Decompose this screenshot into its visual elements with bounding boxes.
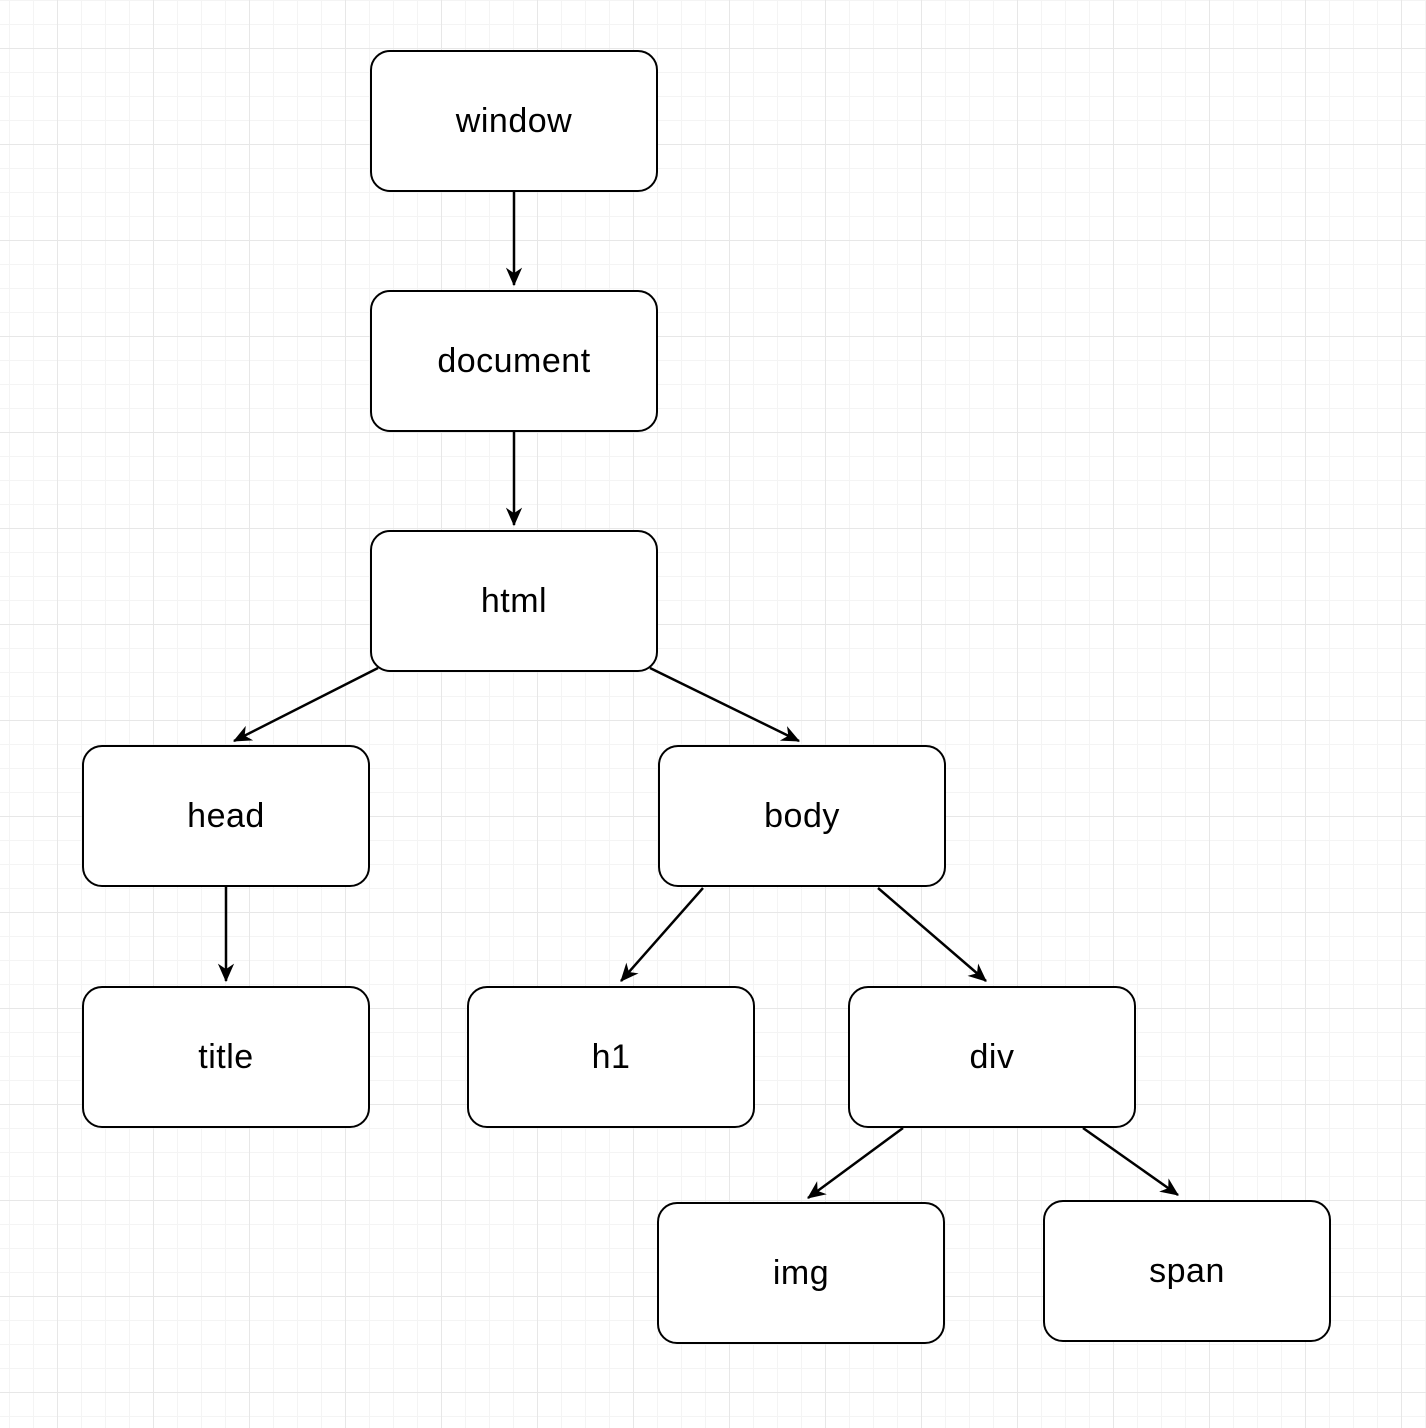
edge-body-div[interactable] xyxy=(877,887,987,982)
node-head-label: head xyxy=(187,797,265,835)
node-window[interactable]: window xyxy=(370,50,658,192)
node-document-label: document xyxy=(437,342,591,380)
node-div-label: div xyxy=(969,1038,1015,1076)
node-img-label: img xyxy=(772,1254,830,1292)
node-img[interactable]: img xyxy=(657,1202,945,1344)
edge-body-h1[interactable] xyxy=(620,887,704,982)
edge-div-span[interactable] xyxy=(1082,1126,1179,1197)
node-body[interactable]: body xyxy=(658,745,946,887)
node-document[interactable]: document xyxy=(370,290,658,432)
node-window-label: window xyxy=(455,102,573,140)
node-span-label: span xyxy=(1149,1252,1225,1290)
edge-html-body[interactable] xyxy=(649,666,800,743)
edge-html-head[interactable] xyxy=(233,666,379,743)
node-head[interactable]: head xyxy=(82,745,370,887)
node-span[interactable]: span xyxy=(1043,1200,1331,1342)
edge-div-img[interactable] xyxy=(807,1126,904,1200)
node-body-label: body xyxy=(764,797,840,835)
node-h1-label: h1 xyxy=(591,1038,631,1076)
node-div[interactable]: div xyxy=(848,986,1136,1128)
node-title-label: title xyxy=(198,1038,254,1076)
node-title[interactable]: title xyxy=(82,986,370,1128)
node-html[interactable]: html xyxy=(370,530,658,672)
node-html-label: html xyxy=(480,582,548,620)
node-h1[interactable]: h1 xyxy=(467,986,755,1128)
